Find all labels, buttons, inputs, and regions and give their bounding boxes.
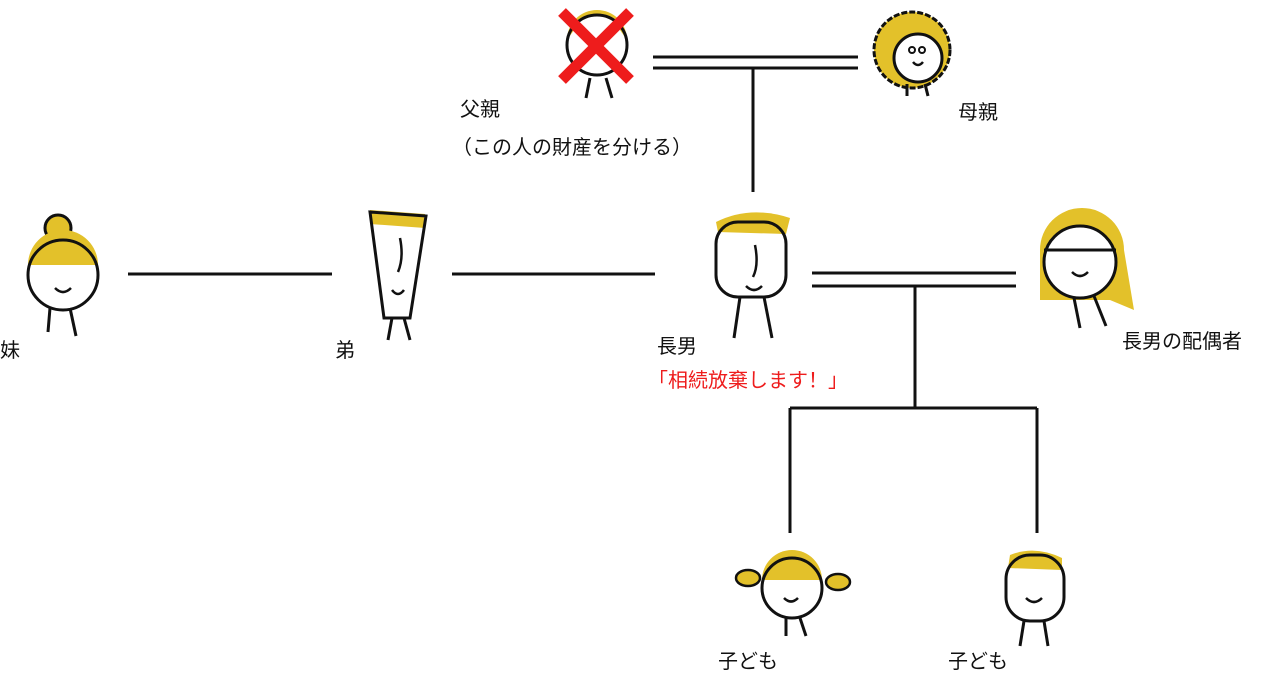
deceased-cross-icon <box>558 8 634 84</box>
father-label: 父親 <box>460 97 500 121</box>
father-figure <box>558 8 634 99</box>
child2-label: 子ども <box>948 649 1008 673</box>
eldest-son-note: 「相続放棄します！」 <box>648 368 848 392</box>
relation-lines <box>128 55 1039 533</box>
child1-label: 子ども <box>718 649 778 673</box>
eldest-son-label: 長男 <box>657 334 697 358</box>
spouse-label: 長男の配偶者 <box>1122 329 1242 353</box>
mother-label: 母親 <box>958 100 998 124</box>
child2-figure <box>1004 550 1066 647</box>
father-note: （この人の財産を分ける） <box>452 135 692 159</box>
brother-figure <box>368 210 428 341</box>
brother-label: 弟 <box>335 338 355 362</box>
spouse-figure <box>1040 208 1134 329</box>
mother-figure <box>872 10 952 97</box>
sister-figure <box>26 213 100 337</box>
eldest-son-figure <box>714 212 790 339</box>
sister-label: 妹 <box>0 338 20 362</box>
child1-figure <box>734 550 852 637</box>
